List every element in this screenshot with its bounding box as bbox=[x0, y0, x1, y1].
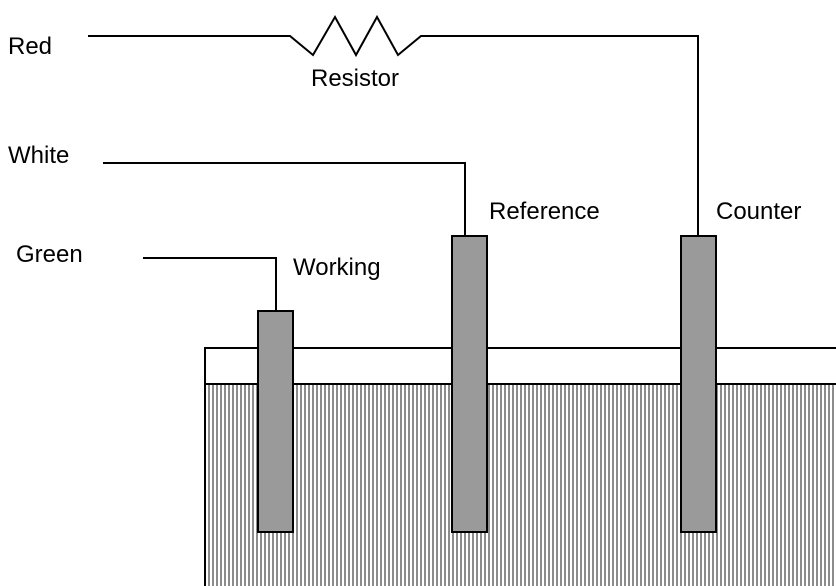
reference-electrode bbox=[451, 235, 488, 533]
working-label: Working bbox=[293, 254, 381, 281]
working-electrode bbox=[257, 310, 294, 533]
electrolyte-solution bbox=[204, 383, 836, 586]
red-lead-wire bbox=[88, 14, 699, 236]
cell-container bbox=[204, 347, 836, 586]
green-lead-wire bbox=[143, 257, 277, 311]
white-label: White bbox=[8, 142, 69, 169]
green-label: Green bbox=[16, 241, 83, 268]
resistor-label: Resistor bbox=[311, 65, 399, 92]
red-label: Red bbox=[8, 33, 52, 60]
counter-label: Counter bbox=[716, 198, 801, 225]
counter-electrode bbox=[680, 235, 717, 533]
reference-label: Reference bbox=[489, 198, 600, 225]
white-lead-wire bbox=[103, 162, 466, 236]
cell-headspace bbox=[204, 347, 836, 385]
